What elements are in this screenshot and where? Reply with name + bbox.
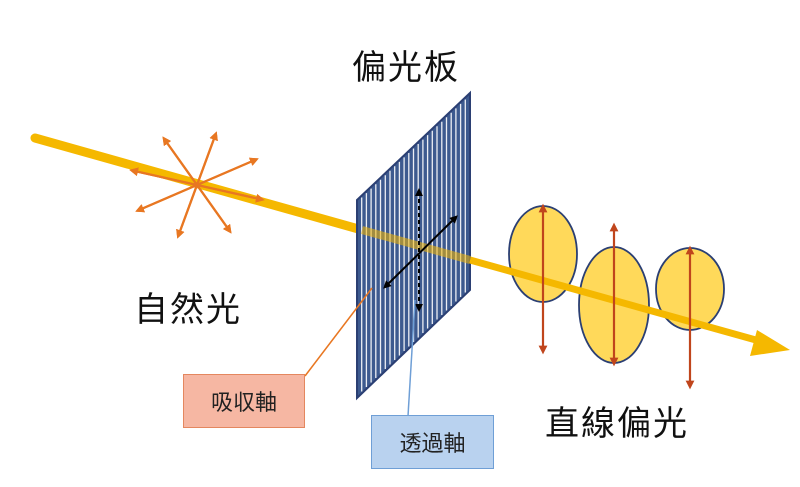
natural-light-arrow bbox=[135, 157, 259, 213]
transmitted-beam bbox=[469, 256, 771, 348]
absorption-axis-label: 吸収軸 bbox=[183, 374, 305, 428]
transmission-leader-line bbox=[407, 299, 416, 417]
polarizer-label: 偏光板 bbox=[352, 48, 460, 88]
beam-arrowhead bbox=[750, 330, 790, 356]
natural-light-arrows bbox=[129, 131, 265, 239]
natural-light-label: 自然光 bbox=[134, 290, 242, 330]
absorption-leader-line bbox=[304, 287, 373, 377]
transmission-axis-label: 透過軸 bbox=[371, 415, 494, 469]
linear-polarized-label: 直線偏光 bbox=[545, 404, 689, 444]
linear-polarized-wave bbox=[508, 205, 725, 364]
